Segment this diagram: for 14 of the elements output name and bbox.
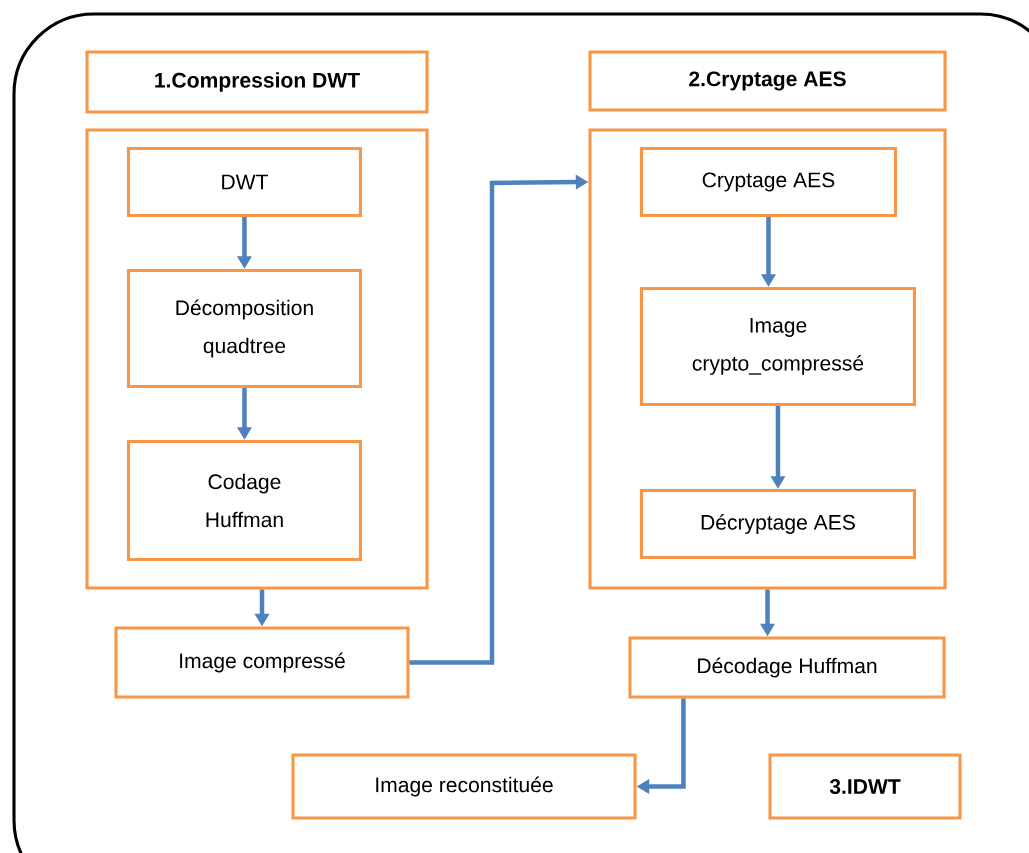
process-box: Codage Huffman bbox=[126, 439, 362, 561]
title-box: 2.Cryptage AES bbox=[588, 50, 947, 112]
process-box: Décryptage AES bbox=[639, 488, 916, 560]
group-box bbox=[588, 128, 947, 590]
title-box: 1.Compression DWT bbox=[85, 50, 429, 114]
title-box: 3.IDWT bbox=[768, 753, 962, 820]
process-box: Décodage Huffman bbox=[628, 636, 946, 699]
process-box: Cryptage AES bbox=[639, 146, 898, 218]
process-box: Image reconstituée bbox=[291, 753, 637, 820]
process-box: Image crypto_compressé bbox=[639, 286, 916, 406]
process-box: Image compressé bbox=[114, 626, 410, 699]
process-box: Décomposition quadtree bbox=[126, 268, 362, 388]
process-box: DWT bbox=[126, 146, 362, 218]
group-box bbox=[85, 128, 429, 590]
